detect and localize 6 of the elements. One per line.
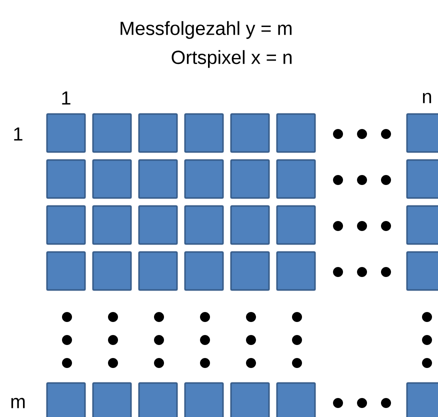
column-number: n <box>422 92 432 104</box>
row-number: m <box>11 398 25 408</box>
column-number: 1 <box>62 91 70 105</box>
axis-title: Ortspixel x = n <box>172 50 292 68</box>
axis-title: Messfolgezahl y = m <box>120 21 292 39</box>
row-number: 1 <box>14 127 22 141</box>
